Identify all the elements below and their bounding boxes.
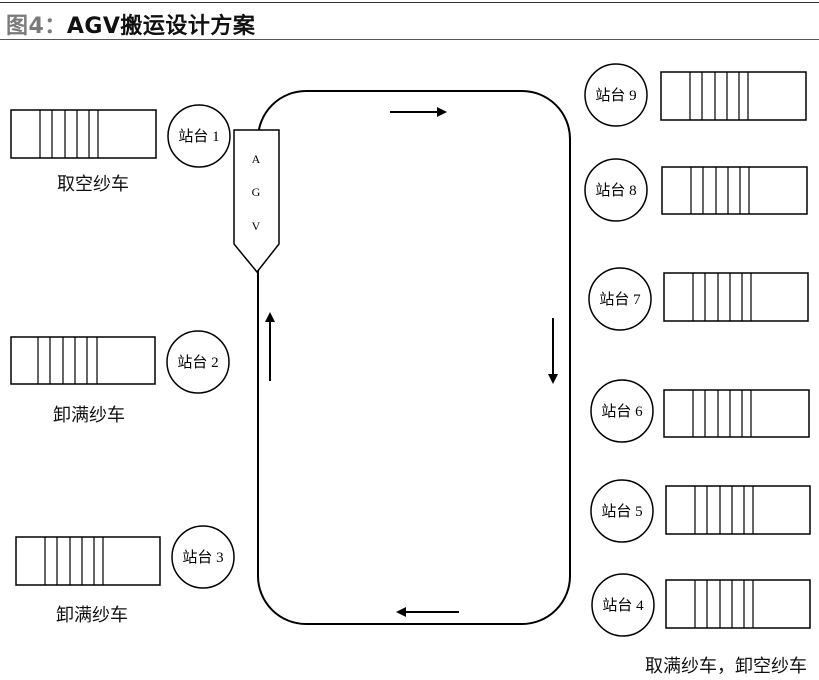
- top-rule: [0, 2, 819, 3]
- figure-title-prefix: 图4：: [6, 14, 67, 39]
- station-3-circle: [171, 525, 235, 589]
- station-5-label: 站台 5: [601, 503, 642, 520]
- station-8-group: 站台 8: [584, 158, 808, 222]
- caption-right-side: 取满纱车，卸空纱车: [645, 656, 807, 676]
- agv-loop-track: [257, 90, 571, 625]
- station-4-circle: [591, 573, 655, 637]
- agv-letter-v: V: [252, 219, 261, 233]
- figure-title: 图4：AGV搬运设计方案: [6, 8, 255, 40]
- cart-station-1: [10, 109, 157, 159]
- agv-letter-a: A: [252, 152, 261, 166]
- cart-station-3: [15, 536, 161, 586]
- station-4-group: 站台 4: [591, 573, 811, 637]
- title-rule: [0, 39, 819, 40]
- station-2-label: 站台 2: [177, 354, 218, 371]
- station-1-circle: [167, 104, 231, 168]
- station-6-group: 站台 6: [590, 379, 810, 443]
- station-5-group: 站台 5: [590, 479, 811, 543]
- cart-station-7: [663, 272, 809, 322]
- station-3-group: 站台 3: [15, 525, 235, 589]
- station-4-label: 站台 4: [602, 597, 644, 614]
- cart-station-6: [663, 389, 810, 438]
- station-9-label: 站台 9: [595, 87, 636, 104]
- station-2-group: 站台 2: [10, 330, 230, 394]
- station-7-group: 站台 7: [588, 267, 809, 331]
- station-1-group: 站台 1: [10, 104, 231, 168]
- cart-station-9: [660, 71, 807, 121]
- station-2-circle: [166, 330, 230, 394]
- agv-letter-g: G: [252, 185, 261, 199]
- cart-station-5: [665, 485, 811, 535]
- station-8-circle: [584, 158, 648, 222]
- station-3-label: 站台 3: [182, 549, 223, 566]
- station-9-circle: [584, 63, 648, 127]
- station-1-label: 站台 1: [178, 128, 219, 145]
- station-5-circle: [590, 479, 654, 543]
- station-8-label: 站台 8: [595, 182, 636, 199]
- caption-station-2: 卸满纱车: [53, 405, 125, 425]
- station-7-circle: [588, 267, 652, 331]
- station-9-group: 站台 9: [584, 63, 807, 127]
- cart-station-4: [665, 579, 811, 629]
- station-6-circle: [590, 379, 654, 443]
- agv-vehicle: [233, 129, 280, 274]
- caption-station-3: 卸满纱车: [56, 605, 128, 625]
- caption-station-1: 取空纱车: [57, 174, 129, 194]
- station-6-label: 站台 6: [601, 403, 643, 420]
- cart-station-8: [661, 166, 808, 215]
- station-7-label: 站台 7: [599, 291, 641, 308]
- cart-station-2: [10, 336, 156, 385]
- figure-title-text: AGV搬运设计方案: [66, 14, 256, 39]
